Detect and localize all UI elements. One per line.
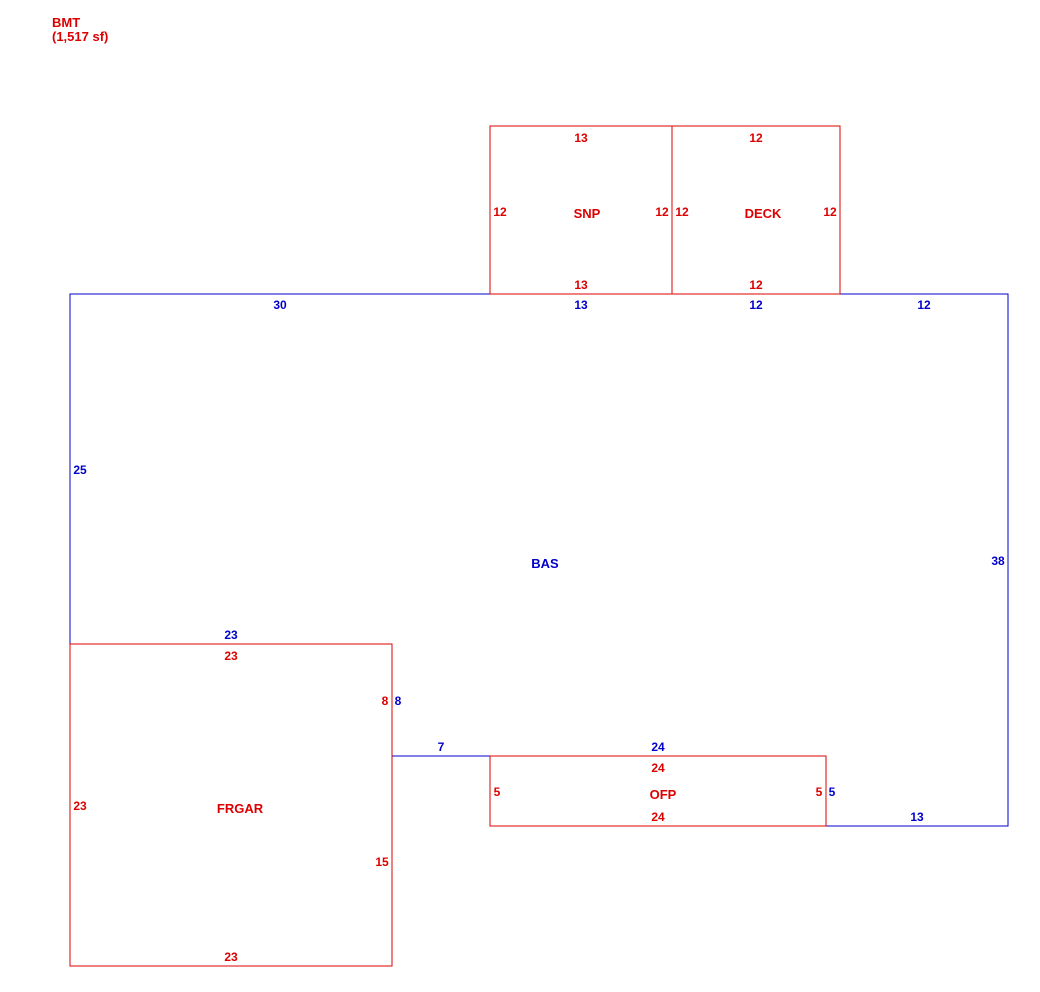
bas-dim-step: 7 (438, 740, 445, 754)
ofp-dim-right: 5 (816, 785, 823, 799)
bas-dim-garage-top: 23 (224, 628, 238, 642)
ofp-dim-top: 24 (651, 761, 665, 775)
area-summary: BMT (1,517 sf) (52, 16, 108, 44)
frgar-dim-right-lower: 15 (375, 855, 389, 869)
bas-dim-ofp-top: 24 (651, 740, 665, 754)
ofp-outline (489, 755, 827, 827)
deck-dim-left: 12 (675, 205, 689, 219)
ofp-dim-left: 5 (494, 785, 501, 799)
frgar-outline (69, 643, 393, 967)
frgar-dim-bottom: 23 (224, 950, 238, 964)
area-size: (1,517 sf) (52, 29, 109, 44)
snp-dim-left: 12 (493, 205, 507, 219)
bas-dim-top-left: 30 (273, 298, 287, 312)
ofp-label: OFP (650, 787, 677, 802)
bas-dim-right: 38 (991, 554, 1005, 568)
frgar-dim-top: 23 (224, 649, 238, 663)
deck-dim-right: 12 (823, 205, 837, 219)
snp-dim-top: 13 (574, 131, 588, 145)
deck-dim-bottom: 12 (749, 278, 763, 292)
ofp-dim-bottom: 24 (651, 810, 665, 824)
bas-dim-top-right: 12 (917, 298, 931, 312)
bas-dim-ofp-right: 5 (829, 785, 836, 799)
area-code: BMT (52, 15, 81, 30)
frgar-dim-right-upper: 8 (382, 694, 389, 708)
bas-dim-left: 25 (73, 463, 87, 477)
bas-dim-top-deck: 12 (749, 298, 763, 312)
snp-dim-right: 12 (655, 205, 669, 219)
frgar-dim-left: 23 (73, 799, 87, 813)
bas-dim-garage-side: 8 (395, 694, 402, 708)
deck-dim-top: 12 (749, 131, 763, 145)
bas-dim-top-snp: 13 (574, 298, 588, 312)
frgar-label: FRGAR (217, 801, 264, 816)
snp-dim-bottom: 13 (574, 278, 588, 292)
bas-label: BAS (531, 556, 559, 571)
deck-outline (671, 125, 841, 295)
deck-label: DECK (745, 206, 782, 221)
snp-label: SNP (574, 206, 601, 221)
bas-dim-bottom-right: 13 (910, 810, 924, 824)
